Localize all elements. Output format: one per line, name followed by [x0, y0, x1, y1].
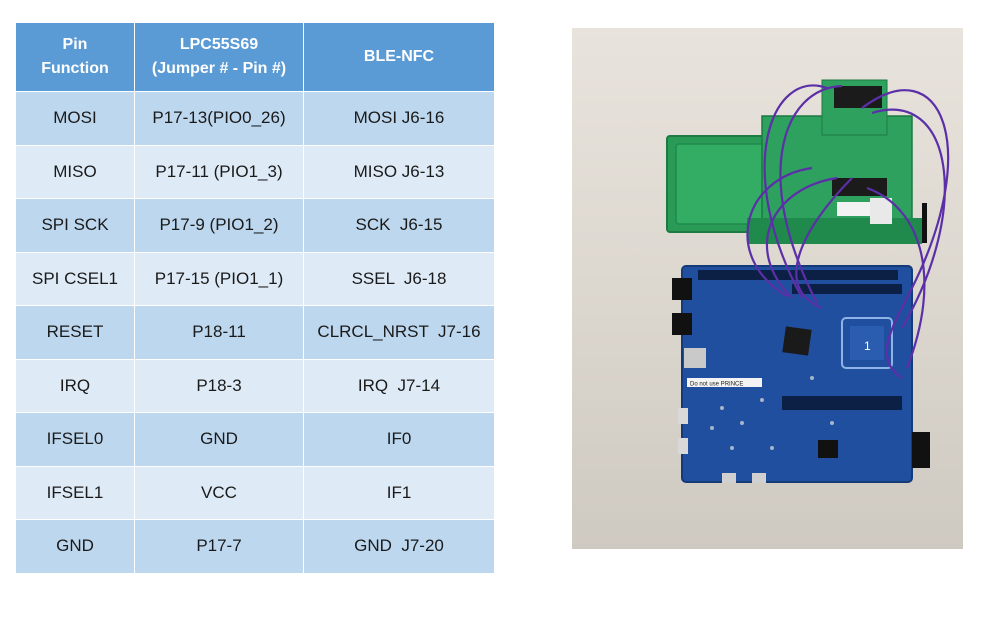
- nfc-board: [666, 79, 927, 244]
- board-photo: Do not use PRINCE 1: [572, 28, 963, 549]
- cell-lpc55s69: P17-13(PIO0_26): [134, 91, 304, 146]
- cell-pin-function: IRQ: [15, 358, 135, 413]
- cell-ble-nfc: SSEL J6-18: [303, 251, 495, 306]
- table-header-row: Pin Function LPC55S69 (Jumper # - Pin #)…: [15, 22, 495, 92]
- cell-ble-nfc: GND J7-20: [303, 519, 495, 574]
- cell-lpc55s69: P17-9 (PIO1_2): [134, 198, 304, 253]
- header-line: Function: [41, 60, 109, 77]
- cell-ble-nfc: MISO J6-13: [303, 144, 495, 199]
- cell-lpc55s69: P18-3: [134, 358, 304, 413]
- cell-lpc55s69: VCC: [134, 465, 304, 520]
- board-photo-illustration: Do not use PRINCE 1: [666, 79, 950, 483]
- cell-pin-function: SPI SCK: [15, 198, 135, 253]
- cell-pin-function: IFSEL1: [15, 465, 135, 520]
- lpc-board: Do not use PRINCE 1: [672, 265, 930, 483]
- cell-pin-function: GND: [15, 519, 135, 574]
- cell-lpc55s69: P17-11 (PIO1_3): [134, 144, 304, 199]
- cell-pin-function: SPI CSEL1: [15, 251, 135, 306]
- cell-pin-function: MOSI: [15, 91, 135, 146]
- cell-pin-function: RESET: [15, 305, 135, 360]
- jumper-wires: [746, 84, 950, 379]
- cell-pin-function: MISO: [15, 144, 135, 199]
- header-line: LPC55S69: [179, 36, 259, 53]
- header-line: (Jumper # - Pin #): [151, 60, 287, 77]
- cell-lpc55s69: P17-15 (PIO1_1): [134, 251, 304, 306]
- cell-ble-nfc: CLRCL_NRST J7-16: [303, 305, 495, 360]
- cell-lpc55s69: P17-7: [134, 519, 304, 574]
- cell-lpc55s69: P18-11: [134, 305, 304, 360]
- cell-lpc55s69: GND: [134, 412, 304, 467]
- cell-ble-nfc: MOSI J6-16: [303, 91, 495, 146]
- header-line: Pin: [62, 36, 88, 53]
- board-number-label: 1: [864, 339, 871, 353]
- cell-ble-nfc: IRQ J7-14: [303, 358, 495, 413]
- header-ble-nfc: BLE-NFC: [303, 22, 495, 92]
- pin-mapping-table: Pin Function LPC55S69 (Jumper # - Pin #)…: [15, 22, 495, 574]
- cell-ble-nfc: IF1: [303, 465, 495, 520]
- cell-pin-function: IFSEL0: [15, 412, 135, 467]
- cell-ble-nfc: SCK J6-15: [303, 198, 495, 253]
- warning-sticker: Do not use PRINCE: [690, 382, 743, 388]
- cell-ble-nfc: IF0: [303, 412, 495, 467]
- header-lpc55s69: LPC55S69 (Jumper # - Pin #): [134, 22, 304, 92]
- header-line: BLE-NFC: [363, 48, 435, 65]
- header-pin-function: Pin Function: [15, 22, 135, 92]
